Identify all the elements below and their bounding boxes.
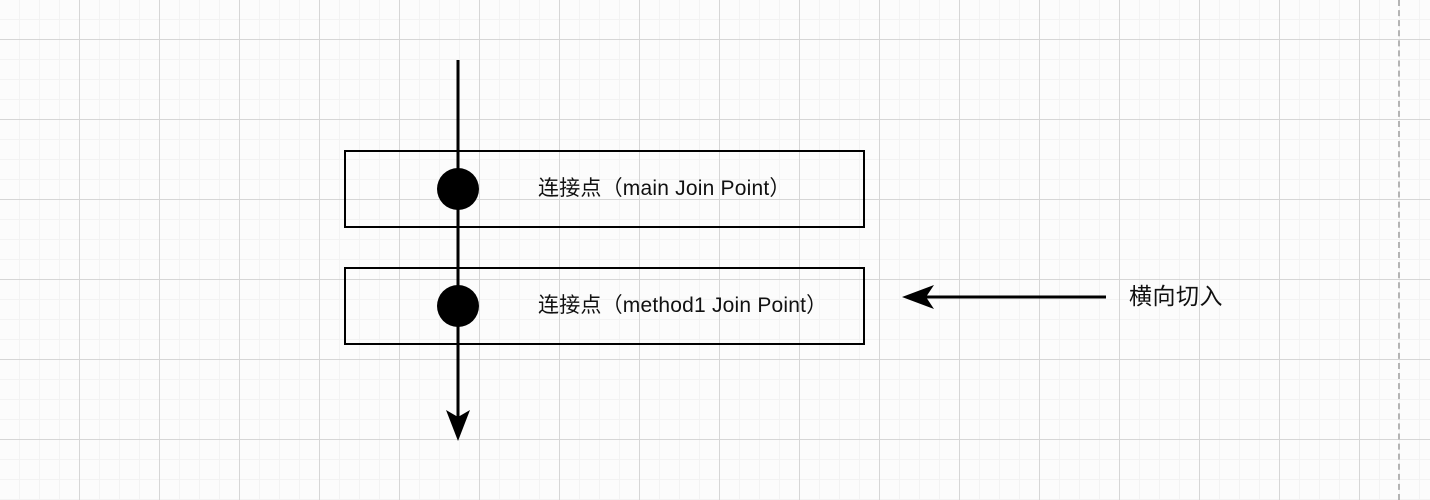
method1-join-point-label: 连接点（method1 Join Point） xyxy=(538,294,828,317)
flow-arrow-head xyxy=(446,410,470,441)
main-join-point-label: 连接点（main Join Point） xyxy=(538,177,791,200)
cross-cutting-annotation-label: 横向切入 xyxy=(1129,283,1223,309)
cross-cutting-arrow[interactable] xyxy=(902,285,1106,309)
main-join-point-box[interactable] xyxy=(344,150,865,228)
method1-join-point-marker-icon[interactable] xyxy=(437,285,479,327)
cross-cutting-arrow-head xyxy=(902,285,934,309)
main-execution-flow-arrow[interactable] xyxy=(446,60,470,441)
main-join-point-marker-icon[interactable] xyxy=(437,168,479,210)
method1-join-point-box[interactable] xyxy=(344,267,865,345)
